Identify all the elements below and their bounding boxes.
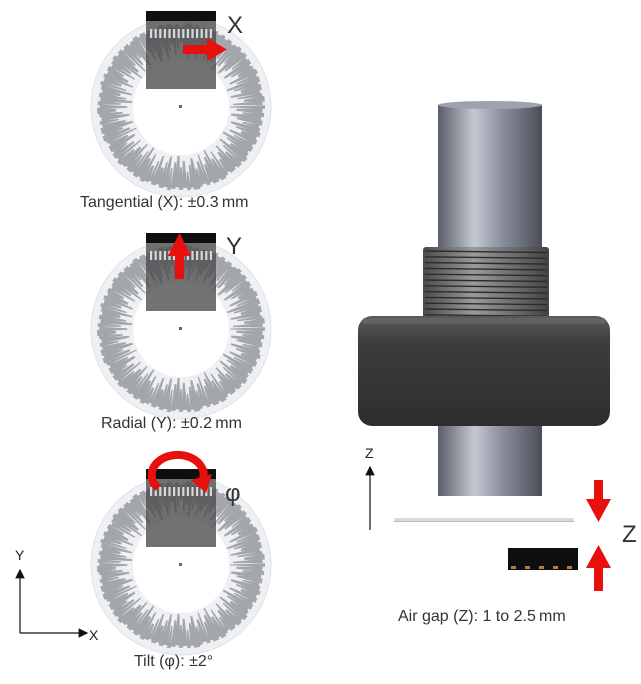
tangential-motion-label: X (227, 12, 244, 39)
disk-spokes (97, 245, 265, 413)
airgap-down-arrow-icon (586, 480, 611, 522)
z-axis-label: Z (365, 445, 374, 461)
radial-caption: Radial (Y): ±0.2 mm (101, 415, 242, 432)
encoder-disk-tilt (90, 469, 272, 656)
scale-disk-edge (394, 518, 574, 522)
disk-spokes (97, 23, 265, 191)
radial-arrow-icon (168, 233, 191, 279)
encoder-disk-radial (90, 233, 272, 420)
thread-line (424, 290, 548, 294)
readhead-side (508, 548, 578, 570)
thread-line (424, 273, 548, 277)
encoder-shaft-assembly (358, 101, 610, 496)
thread-line (424, 256, 548, 259)
y-axis-label: Y (15, 547, 25, 563)
airgap-up-arrow-icon (586, 545, 611, 591)
disk-spokes (97, 481, 265, 649)
readhead-track (150, 487, 212, 496)
housing-block (358, 316, 610, 426)
xy-coordinate-axes (15, 568, 89, 638)
encoder-disk-tangential (90, 11, 272, 198)
radial-motion-label: Y (226, 233, 243, 260)
readhead-top-bar (146, 11, 216, 21)
airgap-motion-label: Z (622, 521, 637, 548)
disk-center-mark (179, 327, 182, 330)
thread-line (424, 296, 548, 300)
thread-line (424, 250, 548, 254)
readhead-top-bar (146, 469, 216, 479)
thread-line (424, 285, 548, 288)
tangential-caption: Tangential (X): ±0.3 mm (80, 194, 249, 211)
x-axis-label: X (89, 627, 99, 643)
threaded-collar (423, 247, 549, 321)
thread-line (424, 267, 548, 271)
thread-line (424, 302, 548, 306)
thread-line (424, 261, 548, 265)
readhead-track (150, 251, 212, 260)
tangential-arrow-icon (183, 38, 227, 61)
tilt-caption: Tilt (φ): ±2° (134, 653, 214, 670)
disk-center-mark (179, 105, 182, 108)
tilt-arrow-icon (147, 450, 212, 493)
readhead-track (150, 29, 212, 38)
thread-line (424, 308, 548, 312)
disk-center-mark (179, 563, 182, 566)
tilt-motion-label: φ (225, 480, 241, 507)
thread-line (424, 279, 548, 283)
airgap-caption: Air gap (Z): 1 to 2.5 mm (398, 608, 566, 625)
